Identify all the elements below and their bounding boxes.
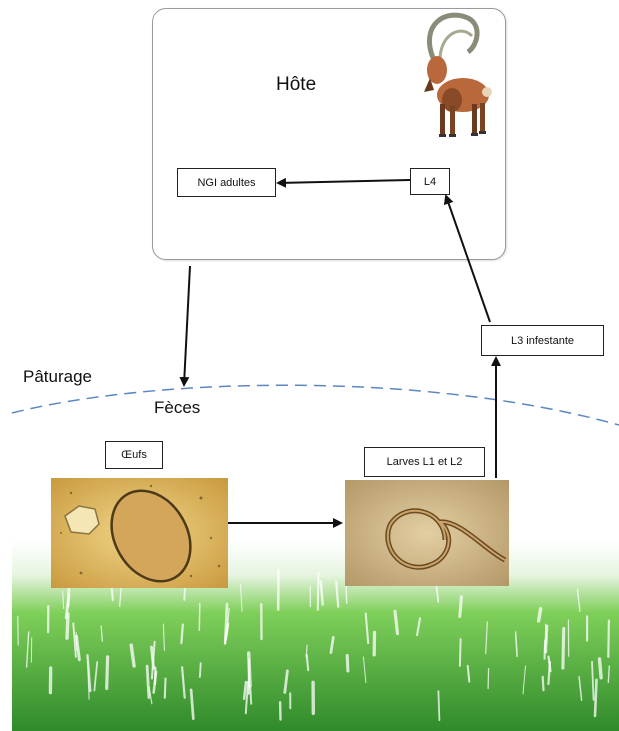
arrow-l3-to-l4 [446, 196, 490, 322]
arrow-host-to-feces [184, 266, 190, 385]
arrow-l4-to-adult [278, 180, 410, 183]
